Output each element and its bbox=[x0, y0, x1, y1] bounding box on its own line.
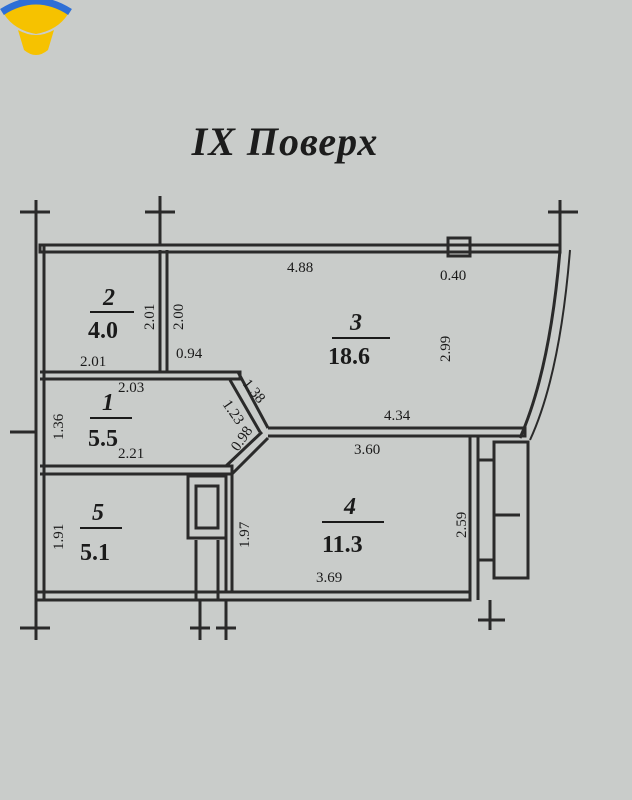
room-4-area: 11.3 bbox=[322, 532, 363, 558]
dim-r3-4-34: 4.34 bbox=[384, 408, 411, 424]
dim-r3-vertical: 2.00 bbox=[171, 304, 187, 330]
dim-top-4-88: 4.88 bbox=[287, 260, 313, 276]
balcony bbox=[492, 440, 530, 580]
dim-r1-2-03: 2.03 bbox=[118, 380, 144, 396]
wall-r1-top bbox=[40, 370, 242, 381]
dim-r4-3-60: 3.60 bbox=[354, 442, 380, 458]
dim-diagonal-0-98: 0.98 bbox=[228, 424, 256, 455]
room-3-number: 3 bbox=[349, 310, 362, 336]
wall-diagonal-top bbox=[228, 371, 270, 433]
outer-wall-bottom bbox=[36, 590, 472, 602]
outer-wall-left bbox=[34, 245, 46, 602]
curved-wall bbox=[518, 249, 562, 439]
room-5-number: 5 bbox=[92, 500, 104, 526]
shield-logo-icon bbox=[0, 0, 72, 55]
dim-top-0-40: 0.40 bbox=[440, 268, 466, 284]
window-top bbox=[446, 236, 472, 258]
room-2-area: 4.0 bbox=[88, 318, 118, 344]
dim-r4-1-97: 1.97 bbox=[237, 521, 253, 548]
room-3-area: 18.6 bbox=[328, 344, 370, 370]
room-labels: 2 4.0 3 18.6 1 5.5 5 5.1 4 11.3 bbox=[80, 285, 390, 566]
dim-r5-1-91: 1.91 bbox=[51, 524, 67, 550]
wall-r5-r4 bbox=[224, 474, 234, 592]
dim-r4-3-69: 3.69 bbox=[316, 570, 342, 586]
wall-r3-r4 bbox=[268, 426, 527, 438]
dim-r1-2-21: 2.21 bbox=[118, 446, 144, 462]
dim-r3-0-94: 0.94 bbox=[176, 346, 203, 362]
dim-r4-2-59: 2.59 bbox=[454, 512, 470, 538]
dim-r1-1-36: 1.36 bbox=[51, 413, 67, 440]
dim-r2-horizontal: 2.01 bbox=[80, 354, 106, 370]
dim-r3-2-99: 2.99 bbox=[438, 336, 454, 362]
wall-r2-r3 bbox=[158, 250, 169, 372]
wall-diagonal-bottom bbox=[224, 430, 270, 476]
room-2-number: 2 bbox=[102, 285, 115, 311]
room-1-number: 1 bbox=[102, 390, 114, 416]
room-5-area: 5.1 bbox=[80, 540, 110, 566]
room-4-number: 4 bbox=[343, 494, 356, 520]
dim-r2-vertical: 2.01 bbox=[142, 304, 158, 330]
outer-wall bbox=[38, 243, 562, 254]
wall-r1-r5 bbox=[40, 464, 234, 476]
room-1-area: 5.5 bbox=[88, 426, 118, 452]
dimension-labels: 4.88 0.40 2.01 2.00 2.99 2.01 0.94 2.03 … bbox=[51, 260, 470, 586]
floor-title: IX Поверх bbox=[191, 119, 379, 164]
wall-r4-right bbox=[468, 436, 480, 600]
